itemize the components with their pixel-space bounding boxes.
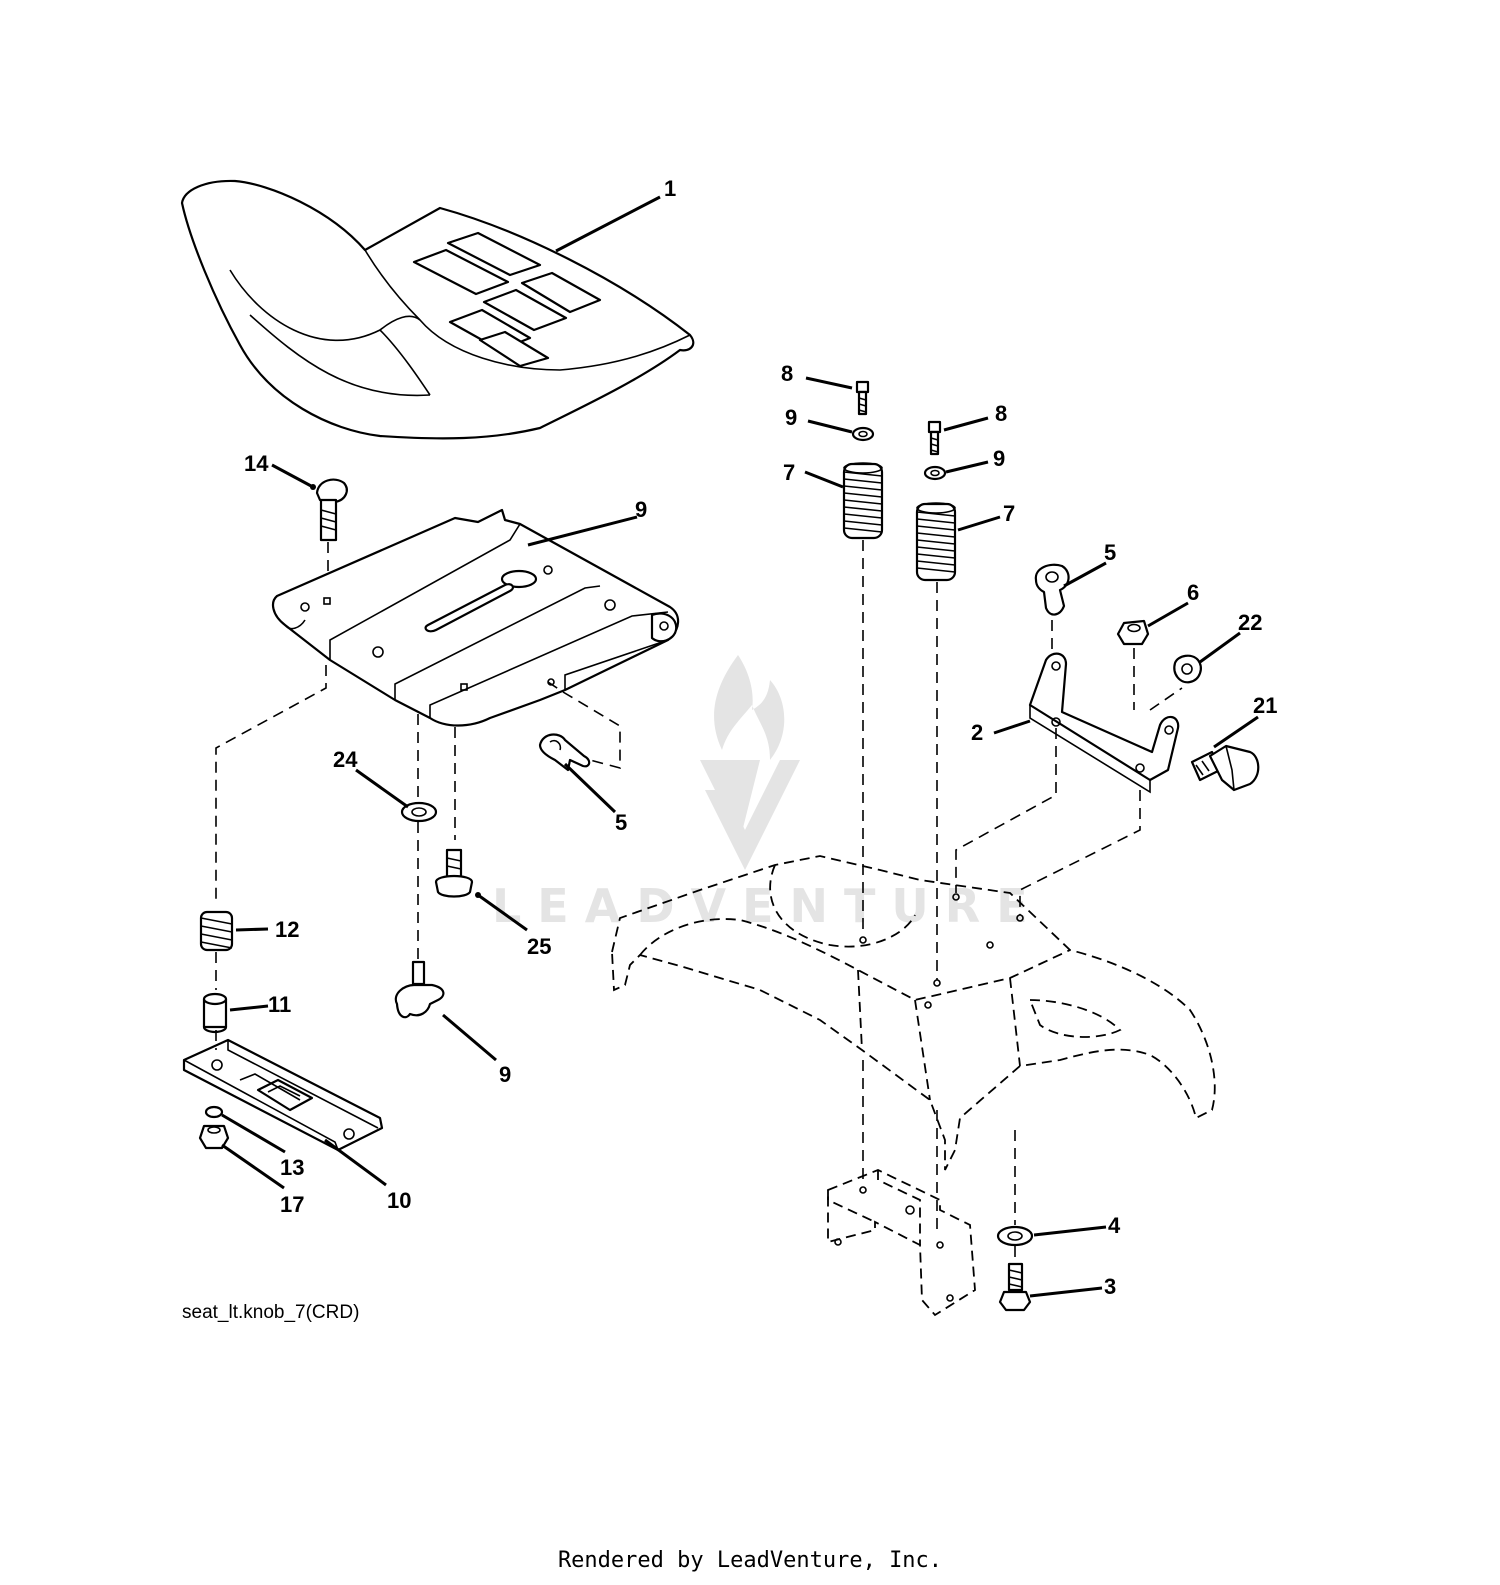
bolt-part-8-right xyxy=(927,420,942,456)
seat-pan-part xyxy=(271,508,680,727)
seat-spring-part-left xyxy=(842,462,884,540)
washer-part-13 xyxy=(204,1105,224,1119)
callout-12: 10 xyxy=(387,1188,411,1213)
callout-3: 3 xyxy=(1104,1274,1116,1299)
clip-part-left xyxy=(538,733,591,772)
seat-part xyxy=(180,179,695,440)
callout-5-left: 5 xyxy=(615,810,627,835)
callout-25: 25 xyxy=(527,934,551,959)
nut-part-17 xyxy=(198,1124,230,1150)
callout-6: 6 xyxy=(1187,580,1199,605)
watermark-text: LEADVENTURE xyxy=(492,879,1044,933)
nut-part-6 xyxy=(1116,619,1150,646)
callout-22: 22 xyxy=(1238,610,1262,635)
seat-spring-part-right xyxy=(915,502,957,582)
callout-1: 1 xyxy=(664,176,676,201)
lower-frame-bracket-reference xyxy=(827,1169,976,1317)
flange-bolt-part xyxy=(1190,744,1260,792)
nut-part-22 xyxy=(1173,654,1202,684)
footer-rendered-by: Rendered by LeadVenture, Inc. xyxy=(557,1548,943,1573)
callout-9-left: 9 xyxy=(785,405,797,430)
leadventure-watermark-logo: LEADVENTURE xyxy=(492,655,1044,933)
callout-4: 4 xyxy=(1108,1213,1121,1238)
washer-part-9-right xyxy=(923,465,947,481)
callout-8-left: 8 xyxy=(781,361,793,386)
callout-24: 24 xyxy=(333,747,358,772)
slide-bracket-part xyxy=(182,1038,384,1152)
shoulder-bolt-part xyxy=(434,848,474,898)
callout-9-right: 9 xyxy=(993,446,1005,471)
tractor-frame-reference xyxy=(611,855,1216,1171)
callout-13: 13 xyxy=(280,1155,304,1180)
callout-21: 21 xyxy=(1253,693,1277,718)
callout-5-right: 5 xyxy=(1104,540,1116,565)
callout-7-left: 7 xyxy=(783,460,795,485)
callout-10: 9 xyxy=(635,497,647,522)
callout-7-right: 7 xyxy=(1003,501,1015,526)
callout-15: 11 xyxy=(268,992,291,1017)
mounting-bracket-part xyxy=(1028,652,1180,794)
washer-part-24 xyxy=(400,801,438,823)
washer-part-4 xyxy=(996,1225,1034,1247)
clip-part-right xyxy=(1034,563,1070,616)
knob-part xyxy=(394,960,445,1019)
bolt-part-8-left xyxy=(855,380,870,416)
callout-14: 14 xyxy=(244,451,269,476)
washer-part-9-left xyxy=(851,426,875,442)
callout-11: 9 xyxy=(499,1062,511,1087)
callout-16: 12 xyxy=(275,917,299,942)
hex-bolt-part-3 xyxy=(998,1262,1032,1312)
diagram-caption: seat_lt.knob_7(CRD) xyxy=(182,1302,360,1323)
callout-17: 17 xyxy=(280,1192,304,1217)
small-spring-part xyxy=(199,910,234,952)
callout-8-right: 8 xyxy=(995,401,1007,426)
spacer-part xyxy=(202,992,228,1034)
callout-2: 2 xyxy=(971,720,983,745)
carriage-bolt-part xyxy=(315,478,348,542)
